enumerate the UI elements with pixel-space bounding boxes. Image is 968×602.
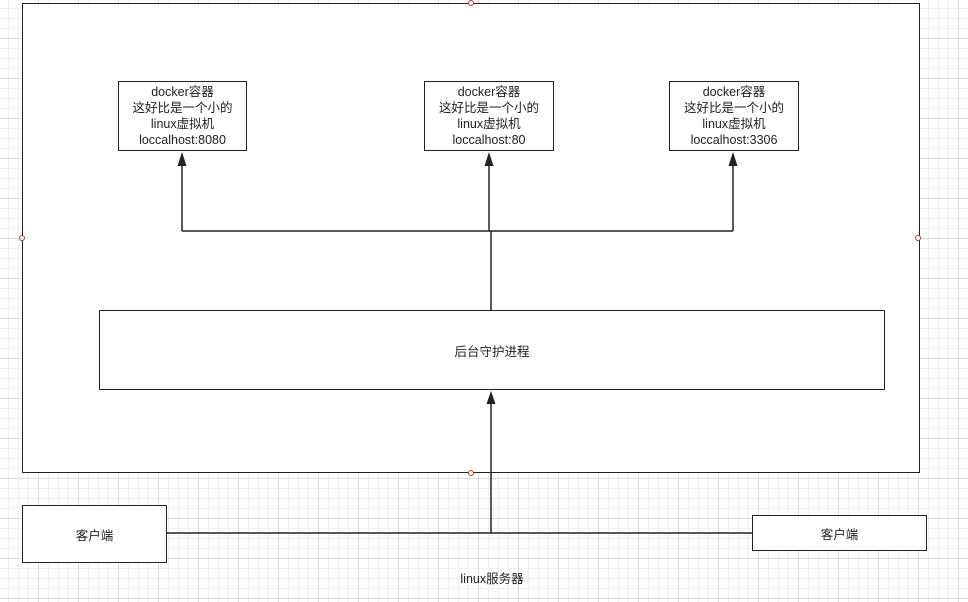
daemon-process-box[interactable]: 后台守护进程 [99, 310, 885, 390]
container-address: loccalhost:8080 [139, 133, 226, 147]
container-vm-label: linux虚拟机 [702, 117, 766, 131]
docker-container-8080[interactable]: docker容器 这好比是一个小的 linux虚拟机 loccalhost:80… [118, 81, 247, 151]
container-title: docker容器 [457, 85, 521, 99]
container-title: docker容器 [702, 85, 766, 99]
docker-container-80[interactable]: docker容器 这好比是一个小的 linux虚拟机 loccalhost:80 [424, 81, 554, 151]
container-address: loccalhost:80 [452, 133, 526, 147]
client-box-right[interactable]: 客户端 [752, 515, 927, 551]
container-description: 这好比是一个小的 [438, 101, 539, 115]
resize-handle-left[interactable] [19, 235, 25, 241]
container-address: loccalhost:3306 [690, 133, 778, 147]
resize-handle-top[interactable] [468, 0, 474, 6]
client-label: 客户端 [75, 528, 114, 543]
linux-server-frame[interactable] [22, 3, 920, 473]
resize-handle-right[interactable] [915, 235, 921, 241]
client-label: 客户端 [820, 527, 859, 542]
daemon-label: 后台守护进程 [454, 344, 530, 359]
docker-container-3306[interactable]: docker容器 这好比是一个小的 linux虚拟机 loccalhost:33… [669, 81, 799, 151]
resize-handle-bottom[interactable] [468, 470, 474, 476]
container-title: docker容器 [151, 85, 214, 99]
container-description: 这好比是一个小的 [683, 101, 784, 115]
linux-server-label: linux服务器 [460, 572, 524, 586]
container-vm-label: linux虚拟机 [150, 117, 215, 131]
client-box-left[interactable]: 客户端 [22, 505, 167, 563]
container-description: 这好比是一个小的 [132, 101, 233, 115]
container-vm-label: linux虚拟机 [457, 117, 521, 131]
